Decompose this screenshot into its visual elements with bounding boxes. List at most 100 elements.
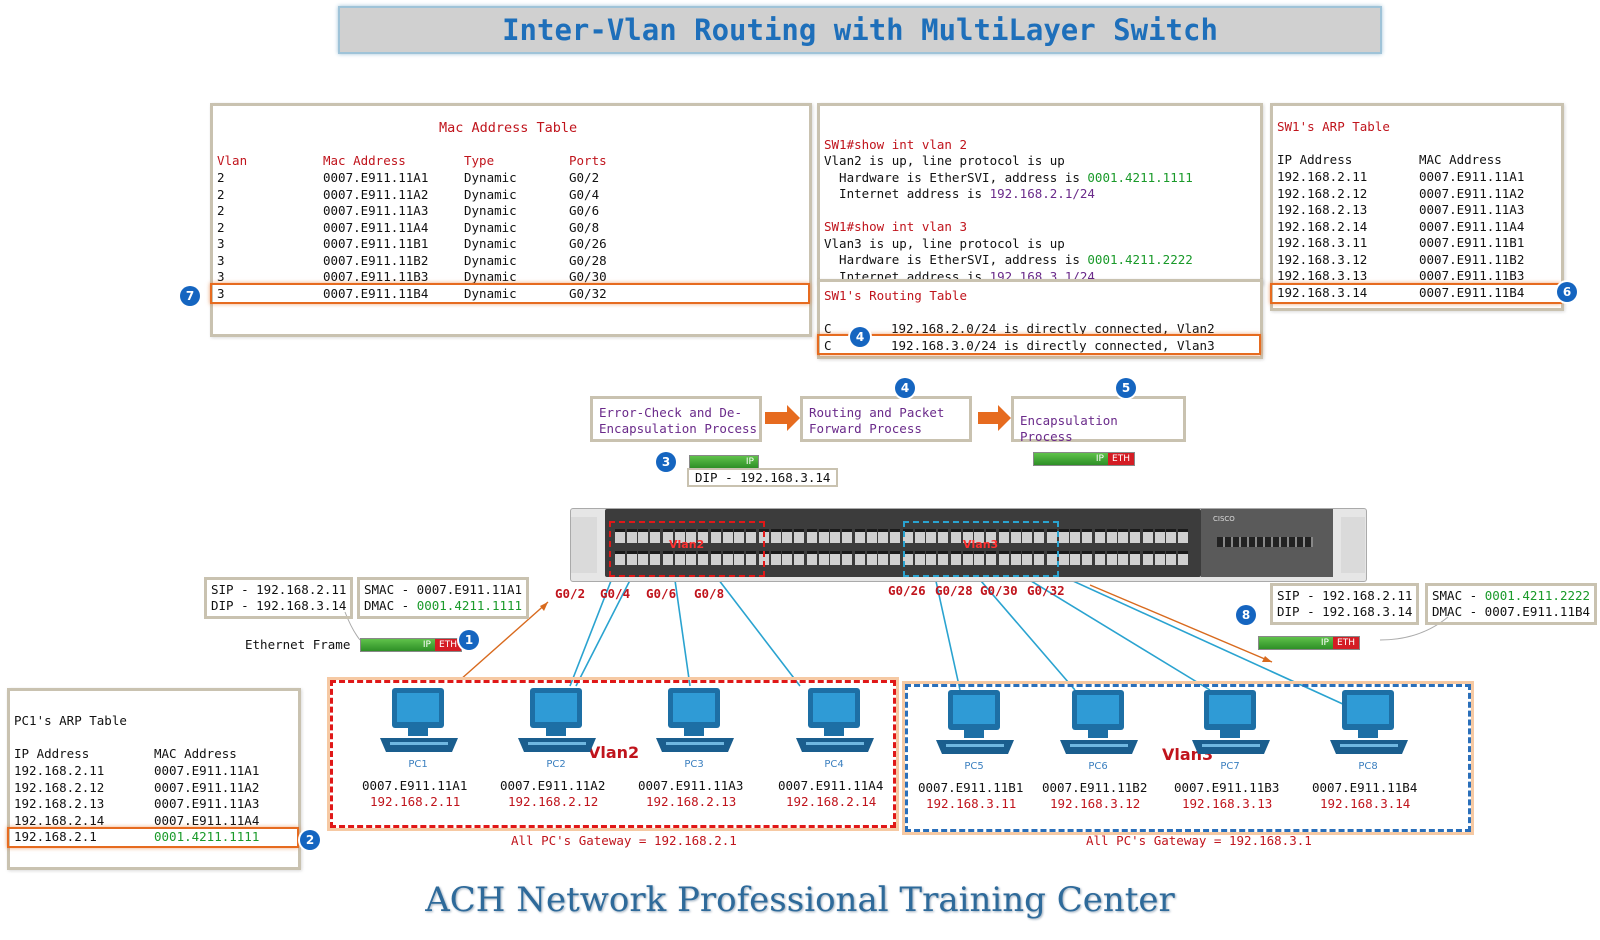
mac-table-cell: 0007.E911.11A2 [323, 186, 429, 202]
left-eth-header: SMAC - 0007.E911.11A1 DMAC - 0001.4211.1… [357, 577, 530, 619]
mac-table-cell: 3 [217, 236, 225, 251]
switch-port [626, 529, 637, 543]
switch-port [1177, 529, 1188, 543]
switch-port [807, 551, 817, 565]
pc-name: PC3 [684, 759, 704, 770]
switch-port [1070, 529, 1080, 543]
pc-computer-icon [1054, 688, 1144, 758]
switch-port [1177, 551, 1188, 565]
mac-table-cell: G0/6 [569, 203, 600, 218]
switch-port [686, 551, 696, 565]
switch-port [793, 551, 804, 565]
switch-port [734, 551, 744, 565]
vlan2-group [330, 680, 896, 828]
switch-port [1047, 529, 1057, 543]
switch-port [1095, 529, 1105, 543]
pc1-arp-cell: 192.168.2.1 [14, 829, 97, 844]
port-label-g0-26: G0/26 [888, 583, 926, 598]
pc-computer-icon [790, 686, 880, 756]
mac-table-cell: 0007.E911.11A4 [323, 219, 429, 235]
switch-port [711, 529, 721, 543]
switch-port [951, 551, 961, 565]
switch-port [807, 529, 817, 543]
highlight-pc1-arp-row [7, 827, 299, 848]
highlight-route-row [817, 334, 1261, 355]
page-title: Inter-Vlan Routing with MultiLayer Switc… [502, 13, 1218, 47]
switch-port [649, 551, 660, 565]
switch-port [1106, 551, 1117, 565]
mac-table-cell: 2 [217, 186, 225, 202]
pc-name: PC2 [546, 759, 566, 770]
switch-port [745, 551, 756, 565]
highlight-sw1-arp-row [1270, 283, 1562, 304]
pc-mac-address: 0007.E911.11B1 [918, 780, 1024, 795]
switch-port [974, 529, 984, 543]
mac-table-cell: 0007.E911.11A1 [323, 170, 429, 185]
switch-port [1033, 551, 1044, 565]
switch-port [674, 551, 685, 565]
pc1-arp-title: PC1's ARP Table [14, 713, 127, 728]
sw1-arp-table: SW1's ARP Table IP Address MAC Address 1… [1270, 103, 1564, 311]
switch-port [1166, 529, 1176, 543]
sw1-arp-cell: 192.168.3.12 [1277, 251, 1368, 267]
pc-name: PC8 [1358, 761, 1378, 772]
route-2-text: 192.168.3.0/24 is directly connected, Vl… [891, 338, 1215, 353]
rack-ear [1341, 517, 1365, 573]
switch-port [926, 551, 936, 565]
switch-port [793, 529, 804, 543]
mac-table-cell: 0007.E911.11B3 [323, 269, 429, 284]
switch-port [674, 529, 685, 543]
vlan3-group [905, 684, 1471, 832]
arrow-icon [978, 405, 1011, 431]
show-int-text: SW1#show int vlan 2 Vlan2 is up, line pr… [824, 136, 1193, 284]
port-label-g0-6: G0/6 [646, 586, 677, 601]
switch-port [903, 551, 913, 565]
switch-port [999, 551, 1009, 565]
switch-port [999, 529, 1009, 543]
left-frame-icon: IP ETH [360, 638, 462, 652]
switch-port [1010, 551, 1021, 565]
cisco-logo: CISCO [1213, 515, 1235, 523]
port-label-g0-4: G0/4 [600, 586, 631, 601]
switch-port [1058, 551, 1069, 565]
switch-port [878, 529, 888, 543]
switch-port [782, 551, 792, 565]
step-badge-3: 3 [656, 452, 676, 472]
mac-table-cell: G0/26 [569, 236, 607, 251]
switch-port [745, 529, 756, 543]
mac-table-cell: G0/32 [569, 285, 607, 301]
process-deencapsulation: Error-Check and De- Encapsulation Proces… [590, 396, 762, 442]
switch-port [782, 529, 792, 543]
mac-table-cell: Dynamic [464, 203, 517, 218]
switch-port [711, 551, 721, 565]
sw1-arp-cell: 192.168.2.12 [1277, 185, 1368, 201]
switch-port [663, 551, 673, 565]
sw1-arp-cell: 0007.E911.11A3 [1419, 202, 1525, 217]
switch-module: CISCO [1201, 509, 1333, 577]
switch-port [962, 551, 973, 565]
pc1-arp-header-ip: IP Address [14, 746, 90, 761]
vlan3-gateway: All PC's Gateway = 192.168.3.1 [1086, 833, 1312, 848]
pc1-arp-table: PC1's ARP Table IP Address MAC Address 1… [7, 688, 301, 870]
mac-table-cell: 3 [217, 269, 225, 284]
route-2-code: C [824, 338, 832, 353]
switch-port [818, 551, 829, 565]
mac-table-cell: G0/8 [569, 219, 600, 235]
switch-port [926, 529, 936, 543]
sw1-arp-cell: 0007.E911.11B1 [1419, 235, 1525, 250]
switch-port [1058, 529, 1069, 543]
switch-port [1143, 551, 1153, 565]
switch-port [830, 529, 840, 543]
sw1-arp-cell: 0007.E911.11A2 [1419, 185, 1525, 201]
pc-name: PC1 [408, 759, 428, 770]
routing-table-title: SW1's Routing Table [824, 288, 967, 303]
switch-port [866, 551, 877, 565]
pc-name: PC7 [1220, 761, 1240, 772]
mac-table-cell: 2 [217, 219, 225, 235]
route-1-text: 192.168.2.0/24 is directly connected, Vl… [891, 321, 1215, 336]
pc-ip-address: 192.168.3.12 [1050, 796, 1141, 811]
right-frame-icon: IP ETH [1258, 636, 1360, 650]
mac-table-cell: 0007.E911.11B1 [323, 236, 429, 251]
mac-table-header-ports: Ports [569, 153, 607, 168]
pc-ip-address: 192.168.3.14 [1320, 796, 1411, 811]
